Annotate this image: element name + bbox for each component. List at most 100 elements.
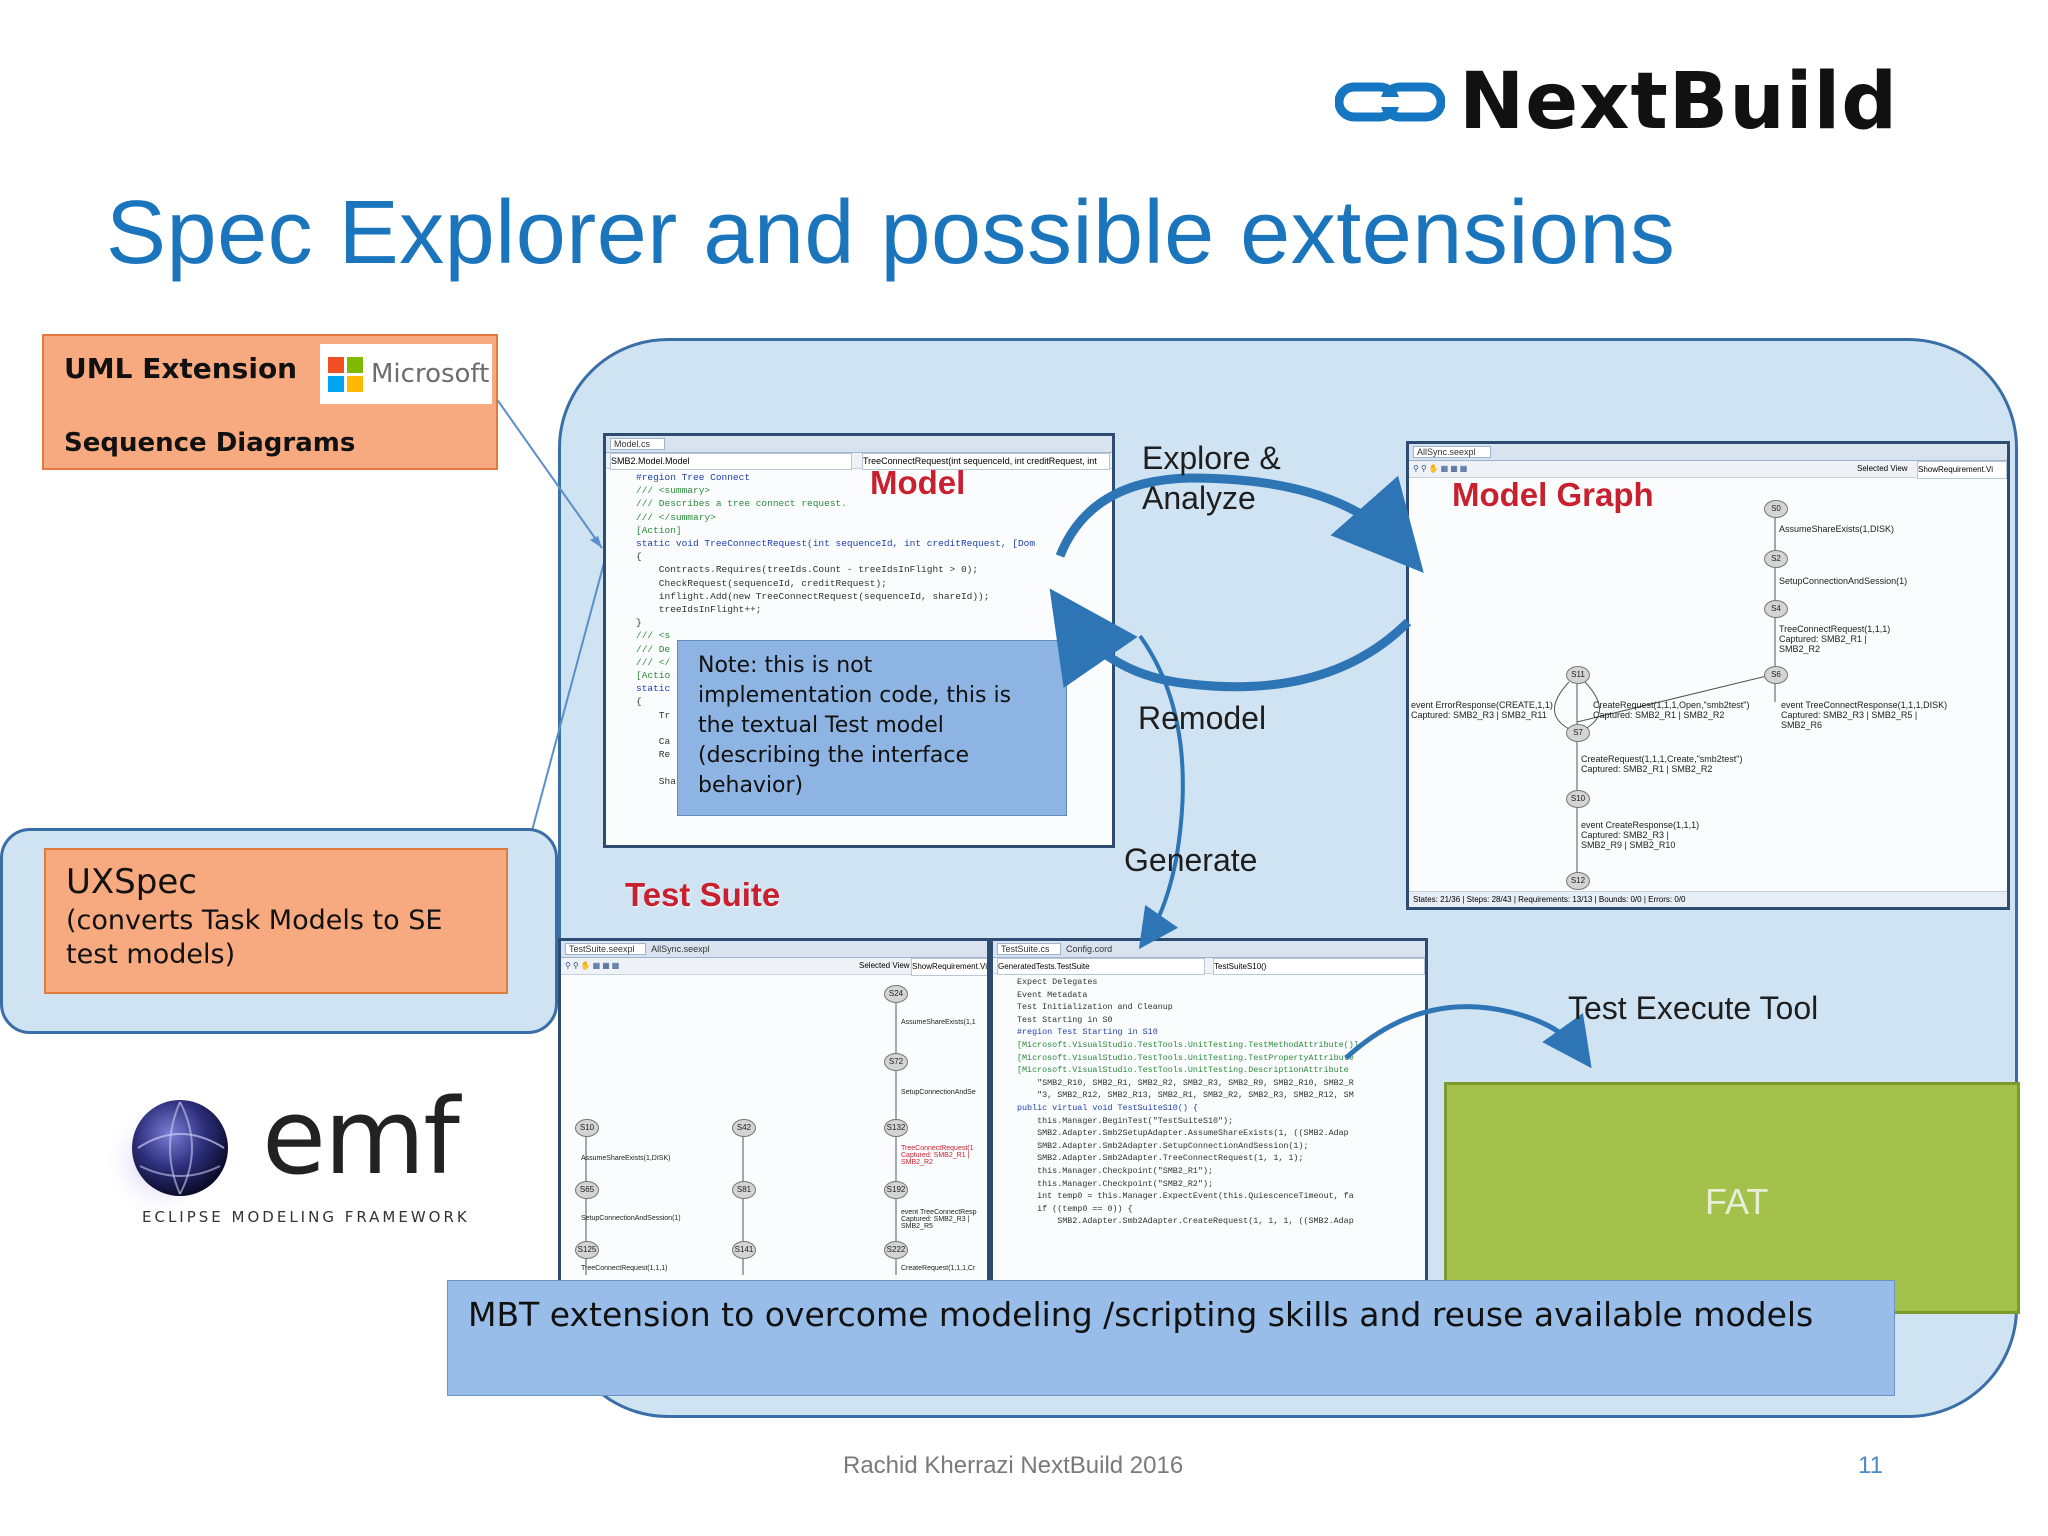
selected-view-label: Selected View (1857, 464, 1908, 473)
graph-edge-label: event CreateResponse(1,1,1) Captured: SM… (1581, 820, 1700, 850)
code-line: /// </ (636, 656, 671, 668)
sequence-diagrams-label: Sequence Diagrams (64, 428, 356, 458)
graph-node[interactable]: S7 (1566, 724, 1590, 742)
suite-member-dropdown[interactable]: TestSuiteS10() (1213, 958, 1425, 975)
globe-icon (102, 1100, 228, 1220)
model-graph-screen: AllSync.seexpl ⚲⚲✋▦▦▦ Selected View Show… (1406, 441, 2010, 910)
explore-arrow (1055, 473, 1424, 573)
emf-logo-caption: ECLIPSE MODELING FRAMEWORK (142, 1208, 470, 1226)
suite-graph-node[interactable]: S65 (575, 1181, 599, 1199)
explore-analyze-label: Explore & Analyze (1142, 440, 1281, 516)
graph-node[interactable]: S4 (1764, 600, 1788, 618)
graph-toolbar-icons[interactable]: ⚲⚲✋▦▦▦ (1413, 464, 1470, 473)
windows-icon (328, 356, 363, 392)
suite-class-dropdown[interactable]: GeneratedTests.TestSuite (997, 958, 1205, 975)
model-class-dropdown[interactable]: SMB2.Model.Model (610, 453, 852, 470)
code-line: Ca (636, 736, 671, 748)
model-member-dropdown[interactable]: TreeConnectRequest(int sequenceId, int c… (862, 453, 1110, 470)
uml-extension-label: UML Extension (64, 352, 298, 385)
suite-code-tab-bar: TestSuite.cs Config.cord (993, 941, 1425, 958)
chain-link-icon (1335, 82, 1445, 122)
graph-node[interactable]: S12 (1566, 872, 1590, 890)
microsoft-logo: Microsoft (320, 344, 492, 404)
uxspec-heading: UXSpec (66, 862, 197, 902)
suite-graph-tab[interactable]: AllSync.seexpl (651, 944, 710, 954)
suite-toolbar-icons[interactable]: ⚲⚲✋▦▦▦ (565, 961, 622, 970)
note-callout: Note: this is not implementation code, t… (677, 640, 1067, 816)
suite-graph-tab[interactable]: TestSuite.seexpl (565, 943, 646, 955)
suite-edge-label: event TreeConnectResp Captured: SMB2_R3 … (901, 1209, 977, 1230)
code-line: Test Initialization and Cleanup (1017, 1002, 1173, 1013)
suite-graph-node[interactable]: S72 (884, 1053, 908, 1071)
code-line: } (636, 617, 642, 629)
suite-edge-label: CreateRequest(1,1,1,Cr (901, 1265, 976, 1272)
suite-selected-view-label: Selected View (859, 961, 910, 970)
code-line: { (636, 551, 642, 563)
execute-arrow (1344, 1004, 1592, 1069)
mbt-banner: MBT extension to overcome modeling /scri… (447, 1280, 1895, 1396)
code-line: SMB2.Adapter.Smb2SetupAdapter.AssumeShar… (1017, 1128, 1349, 1139)
graph-edge-label: CreateRequest(1,1,1,Create,"smb2test") C… (1581, 754, 1743, 774)
code-line: inflight.Add(new TreeConnectRequest(sequ… (636, 590, 990, 602)
graph-edges (1554, 508, 1776, 878)
suite-graph-node[interactable]: S81 (732, 1181, 756, 1199)
uxspec-description: (converts Task Models to SE test models) (66, 905, 443, 970)
logo-text: NextBuild (1459, 57, 1899, 147)
remodel-label: Remodel (1138, 700, 1267, 736)
suite-edge-label: TreeConnectRequest(1,1,1) (581, 1265, 668, 1272)
suite-edge-label: SetupConnectionAndSession(1) (581, 1215, 681, 1222)
code-line: SMB2.Adapter.Smb2Adapter.TreeConnectRequ… (1017, 1153, 1304, 1164)
graph-node[interactable]: S6 (1764, 666, 1788, 684)
suite-graph-node[interactable]: S10 (575, 1119, 599, 1137)
suite-graph-canvas[interactable]: S24 S72 S132 S192 S222 S10 S65 S125 S42 … (561, 975, 987, 1275)
graph-edge-label: CreateRequest(1,1,1,Open,"smb2test") Cap… (1593, 700, 1750, 720)
fat-box: FAT (1444, 1082, 2020, 1314)
suite-code-tab[interactable]: Config.cord (1066, 944, 1113, 954)
code-line: this.Manager.BeginTest("TestSuiteS10"); (1017, 1115, 1234, 1126)
graph-edge-label: SetupConnectionAndSession(1) (1779, 576, 1908, 586)
test-suite-label: Test Suite (625, 876, 781, 913)
suite-graph-node[interactable]: S222 (884, 1241, 908, 1259)
code-line: /// <summary> (636, 485, 711, 497)
model-dropdown-bar: SMB2.Model.Model TreeConnectRequest(int … (606, 453, 1112, 470)
graph-tab[interactable]: AllSync.seexpl (1413, 446, 1491, 458)
suite-graph-node[interactable]: S141 (732, 1241, 756, 1259)
suite-graph-node[interactable]: S125 (575, 1241, 599, 1259)
graph-edge-label: event ErrorResponse(CREATE,1,1) Captured… (1411, 700, 1553, 720)
graph-node[interactable]: S2 (1764, 550, 1788, 568)
test-suite-code-screen: TestSuite.cs Config.cord GeneratedTests.… (990, 938, 1428, 1286)
suite-edge-label: AssumeShareExists(1,1 (901, 1019, 976, 1026)
model-tab-bar: Model.cs (606, 436, 1112, 453)
suite-graph-node[interactable]: S24 (884, 985, 908, 1003)
emf-logo-text: emf (262, 1076, 460, 1198)
graph-edge-label: AssumeShareExists(1,DISK) (1779, 524, 1895, 534)
code-line: Event Metadata (1017, 989, 1088, 1000)
microsoft-logo-text: Microsoft (371, 359, 490, 389)
graph-node[interactable]: S11 (1566, 666, 1590, 684)
suite-graph-node[interactable]: S132 (884, 1119, 908, 1137)
view-dropdown[interactable]: ShowRequirement.Vi (1917, 461, 2007, 479)
model-graph-label: Model Graph (1452, 476, 1654, 513)
suite-graph-node[interactable]: S42 (732, 1119, 756, 1137)
test-execute-tool-label: Test Execute Tool (1568, 990, 1819, 1026)
code-line: { (636, 696, 642, 708)
suite-view-dropdown[interactable]: ShowRequirement.Vi (911, 958, 987, 976)
model-tab[interactable]: Model.cs (610, 438, 666, 450)
code-line: /// <s (636, 630, 671, 642)
suite-code-tab[interactable]: TestSuite.cs (997, 943, 1061, 955)
remodel-arrow (1049, 588, 1412, 692)
graph-node[interactable]: S0 (1764, 500, 1788, 518)
code-line: CheckRequest(sequenceId, creditRequest); (636, 577, 887, 589)
graph-node[interactable]: S10 (1566, 790, 1590, 808)
suite-code-dropdown-bar: GeneratedTests.TestSuite TestSuiteS10() (993, 958, 1425, 975)
code-line: SMB2.Adapter.Smb2Adapter.CreateRequest(1… (1017, 1216, 1354, 1227)
graph-canvas[interactable]: S0 S2 S4 S6 S11 S7 S10 S12 AssumeShareEx… (1409, 478, 2007, 892)
generate-arrow (1138, 634, 1185, 950)
suite-graph-node[interactable]: S192 (884, 1181, 908, 1199)
graph-toolbar: ⚲⚲✋▦▦▦ Selected View ShowRequirement.Vi (1409, 461, 2007, 479)
model-label: Model (870, 464, 966, 501)
code-line: [Microsoft.VisualStudio.TestTools.UnitTe… (1017, 1065, 1349, 1076)
code-line: Expect Delegates (1017, 977, 1098, 987)
